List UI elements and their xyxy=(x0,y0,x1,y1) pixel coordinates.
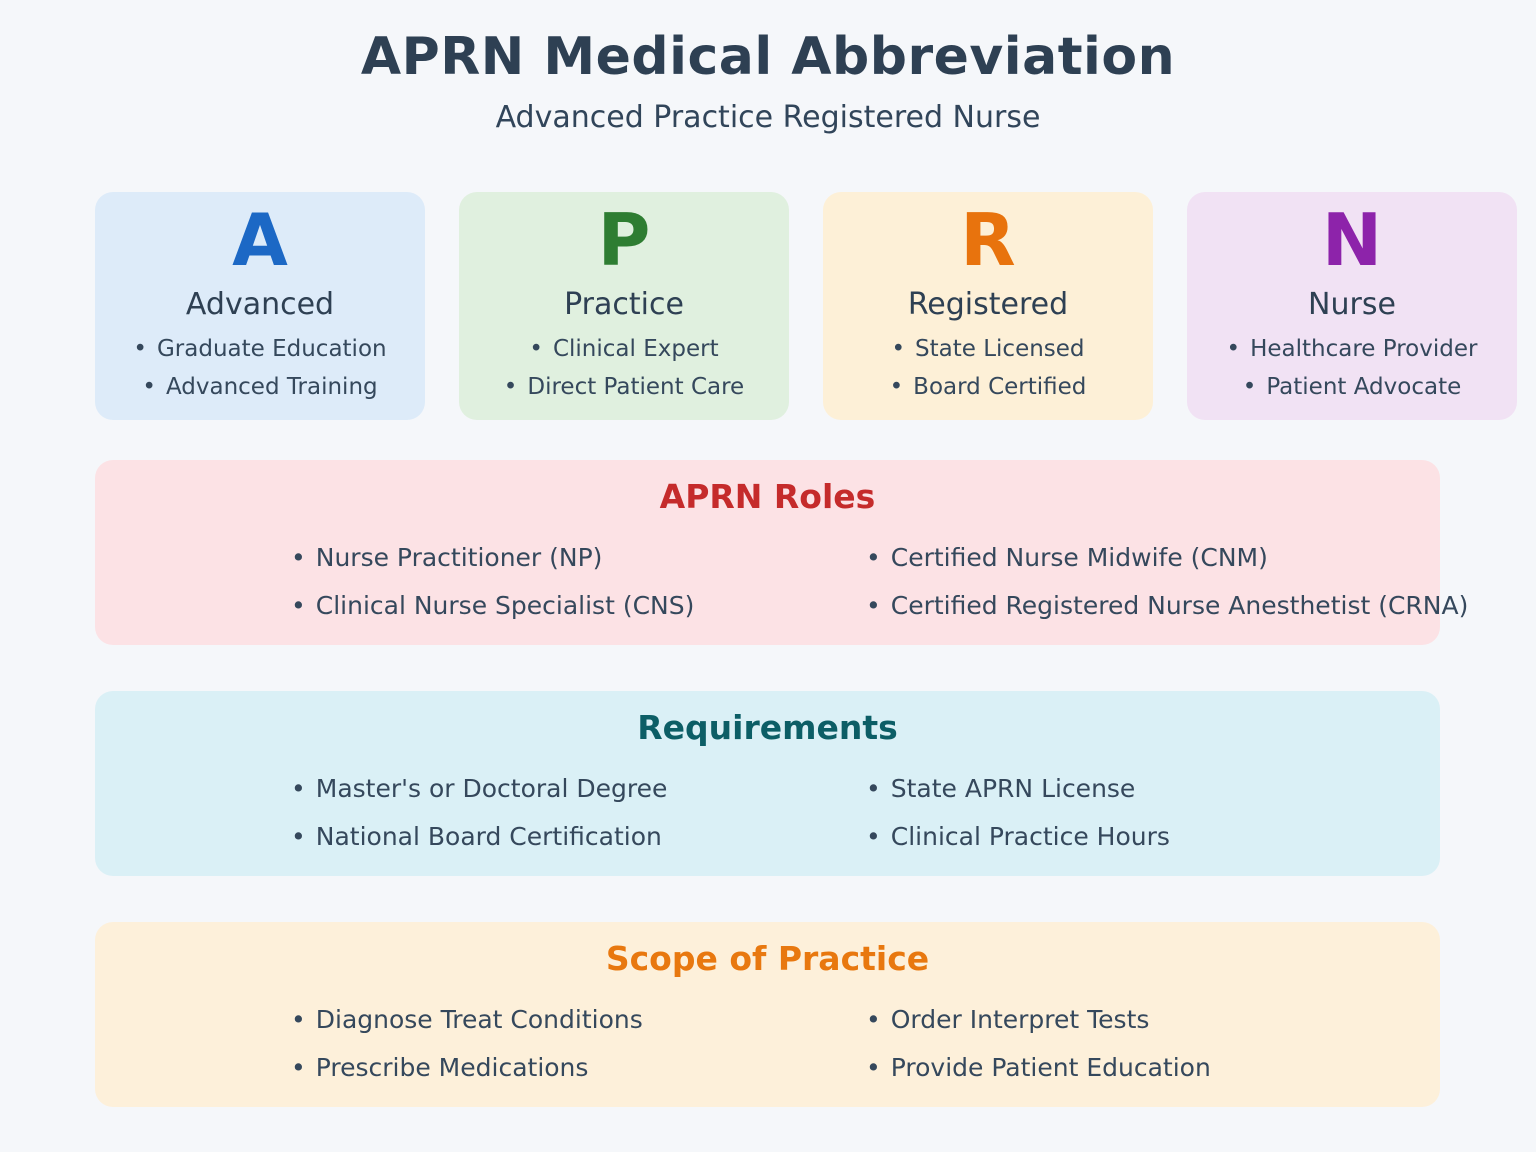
section-item-label: State APRN License xyxy=(890,774,1136,804)
bullet-dot: • xyxy=(291,591,306,621)
card-bullet: • Healthcare Provider xyxy=(1187,334,1517,364)
card-word: Practice xyxy=(564,287,684,323)
section-item: • Diagnose Treat Conditions xyxy=(291,1004,643,1036)
section-title: Requirements xyxy=(637,708,898,748)
section-item: • Order Interpret Tests xyxy=(866,1004,1149,1036)
card-bullet-label: Graduate Education xyxy=(156,336,387,363)
card-word: Registered xyxy=(907,287,1069,323)
letter-card-advanced: A Advanced •Graduate Education •Advanced… xyxy=(95,192,425,421)
section-item-list: • Master's or Doctoral Degree • State APRN… xyxy=(95,773,1440,853)
letter-a: A xyxy=(232,198,288,283)
section-item-list: • Diagnose Treat Conditions • Order Interp… xyxy=(95,1004,1440,1084)
bullet-dot: • xyxy=(291,1053,306,1083)
card-bullet-label: Clinical Expert xyxy=(552,336,719,363)
page-subtitle: Advanced Practice Registered Nurse xyxy=(495,100,1041,136)
bullet-dot: • xyxy=(503,374,518,401)
letter-card-registered: R Registered • State Licensed • Board Cert… xyxy=(823,192,1153,421)
letter-card-practice: P Practice • Clinical Expert • Direct Pati… xyxy=(459,192,789,421)
section-item: • Prescribe Medications xyxy=(291,1052,588,1084)
card-word: Advanced xyxy=(185,287,335,323)
letter-r: R xyxy=(960,198,1016,283)
section-item: • Certified Nurse Midwife (CNM) xyxy=(866,542,1268,574)
bullet-dot: • xyxy=(866,822,881,852)
section-item: • Clinical Nurse Specialist (CNS) xyxy=(291,590,694,622)
bullet-dot: • xyxy=(866,1053,881,1083)
section-item-label: Master's or Doctoral Degree xyxy=(315,774,668,804)
bullet-dot: • xyxy=(529,336,543,363)
letter-cards-row: A Advanced •Graduate Education •Advanced… xyxy=(95,192,1517,421)
bullet-dot: • xyxy=(866,1005,881,1035)
section-scope-of-practice: Scope of Practice • Diagnose Treat Condit… xyxy=(95,922,1440,1108)
section-item-label: National Board Certification xyxy=(315,822,662,852)
section-item-list: • Nurse Practitioner (NP) • Certified Nurs… xyxy=(95,542,1468,622)
section-item: • State APRN License xyxy=(866,773,1135,805)
bullet-dot: • xyxy=(291,1005,306,1035)
section-item-label: Clinical Practice Hours xyxy=(890,822,1170,852)
bullet-dot: • xyxy=(866,591,881,621)
card-bullet-label: Board Certified xyxy=(913,374,1087,401)
letter-n: N xyxy=(1321,198,1383,283)
card-bullet: • Direct Patient Care xyxy=(459,372,789,402)
card-bullet: • Patient Advocate xyxy=(1187,372,1517,402)
section-item-label: Certified Registered Nurse Anesthetist (… xyxy=(890,591,1469,621)
bullet-dot: • xyxy=(291,822,306,852)
card-bullet: • Board Certified xyxy=(823,372,1153,402)
section-item: • Provide Patient Education xyxy=(866,1052,1211,1084)
section-item-label: Certified Nurse Midwife (CNM) xyxy=(890,543,1268,573)
card-bullet-label: Healthcare Provider xyxy=(1250,336,1478,363)
bullet-dot: • xyxy=(1226,336,1241,363)
section-item: • Nurse Practitioner (NP) xyxy=(291,542,602,574)
section-item-label: Prescribe Medications xyxy=(315,1053,589,1083)
bullet-dot: • xyxy=(889,374,904,401)
card-bullet-label: State Licensed xyxy=(915,336,1085,363)
card-bullet: • Clinical Expert xyxy=(459,334,789,364)
card-bullet-label: Patient Advocate xyxy=(1266,374,1462,401)
section-title: Scope of Practice xyxy=(605,939,930,979)
bullet-dot: • xyxy=(291,774,306,804)
letter-card-nurse: N Nurse • Healthcare Provider • Patient Ad… xyxy=(1187,192,1517,421)
section-item: • National Board Certification xyxy=(291,821,662,853)
bullet-dot: • xyxy=(866,774,881,804)
section-item-label: Order Interpret Tests xyxy=(890,1005,1150,1035)
card-bullet: • Advanced Training xyxy=(95,372,425,402)
section-item-label: Clinical Nurse Specialist (CNS) xyxy=(315,591,695,621)
section-item-label: Diagnose Treat Conditions xyxy=(315,1005,643,1035)
section-title: APRN Roles xyxy=(659,477,876,517)
bullet-dot: • xyxy=(866,543,881,573)
section-item: • Certified Registered Nurse Anesthetist … xyxy=(866,590,1468,622)
page-title: APRN Medical Abbreviation xyxy=(360,27,1176,87)
section-item: • Clinical Practice Hours xyxy=(866,821,1170,853)
card-bullet-label: Direct Patient Care xyxy=(527,374,745,401)
bullet-dot: • xyxy=(1242,374,1257,401)
section-item-label: Provide Patient Education xyxy=(890,1053,1211,1083)
section-requirements: Requirements • Master's or Doctoral Degre… xyxy=(95,691,1440,877)
bullet-dot: • xyxy=(133,336,147,363)
card-bullet: • Graduate Education xyxy=(95,334,425,364)
bullet-dot: • xyxy=(142,374,156,401)
card-bullet-label: Advanced Training xyxy=(165,374,378,401)
section-item: • Master's or Doctoral Degree xyxy=(291,773,667,805)
card-bullet: • State Licensed xyxy=(823,334,1153,364)
bullet-dot: • xyxy=(291,543,306,573)
card-word: Nurse xyxy=(1308,287,1396,323)
section-aprn-roles: APRN Roles • Nurse Practitioner (NP) • Cer… xyxy=(95,460,1468,646)
bullet-dot: • xyxy=(891,336,906,363)
section-item-label: Nurse Practitioner (NP) xyxy=(315,543,603,573)
letter-p: P xyxy=(597,198,651,283)
